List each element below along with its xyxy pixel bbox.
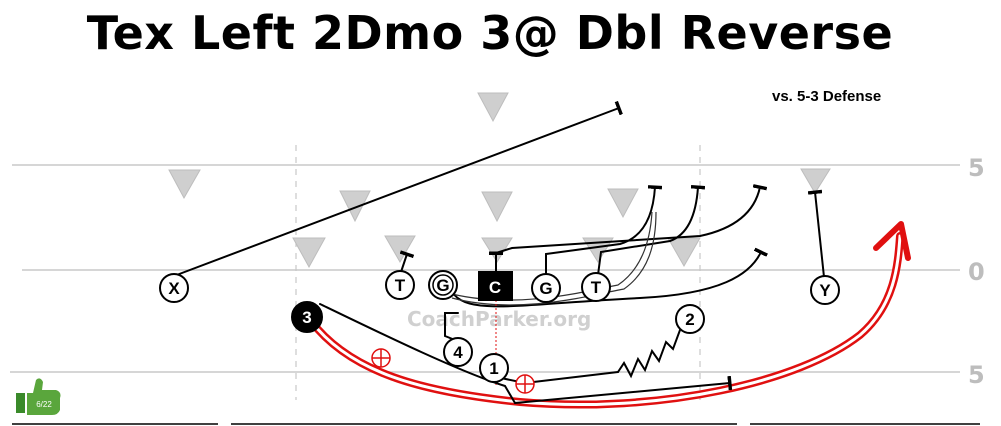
defender-triangle	[339, 190, 371, 223]
yard-marker-top: 5	[968, 154, 985, 182]
player-back-4: 4	[443, 337, 473, 367]
player-left-guard-label: G	[436, 276, 449, 295]
defender-triangle	[667, 237, 701, 268]
player-back-2-label: 2	[685, 310, 694, 329]
pitch-line-2	[451, 211, 657, 306]
ball-path-arrowhead	[873, 221, 911, 261]
route-rt	[597, 185, 706, 276]
route-rg	[545, 185, 663, 276]
player-back-3: 3	[291, 301, 323, 333]
route-back4	[444, 312, 459, 341]
route-y	[807, 189, 825, 278]
defense-subtitle: vs. 5-3 Defense	[772, 88, 882, 105]
handoff-marker-2	[515, 374, 535, 394]
watermark: CoachParker.org	[407, 307, 591, 331]
player-back-2: 2	[675, 304, 705, 334]
defender-triangle	[477, 92, 509, 123]
thumbs-up-icon[interactable]: 6/22	[16, 378, 61, 415]
ball-path-inner	[309, 234, 902, 407]
route-lg-pull	[451, 247, 768, 308]
defender-triangle	[292, 237, 326, 269]
offense: X T G C G T Y 3	[159, 270, 840, 383]
yard-marker-bottom: 5	[968, 361, 985, 389]
defense	[168, 92, 831, 269]
player-right-tackle-label: T	[591, 278, 602, 297]
player-center: C	[478, 271, 513, 301]
defender-triangle	[481, 191, 513, 223]
route-c	[495, 184, 768, 254]
player-left-guard: G	[428, 270, 458, 300]
player-y: Y	[810, 275, 840, 305]
defender-triangle	[800, 168, 831, 194]
defender-triangle	[168, 169, 201, 200]
route-back2-motion	[617, 317, 691, 379]
player-right-guard-label: G	[539, 279, 552, 298]
route-back1	[495, 371, 619, 385]
badge-count: 6/22	[36, 400, 52, 409]
player-back-4-label: 4	[453, 343, 463, 362]
handoff-markers	[371, 348, 535, 394]
player-right-guard: G	[531, 273, 561, 303]
route-x	[173, 100, 623, 277]
player-center-label: C	[489, 278, 501, 297]
defender-triangle	[582, 237, 614, 263]
defender-triangle	[607, 188, 639, 219]
yard-marker-zero: 0	[968, 258, 985, 286]
route-back1-block	[514, 375, 733, 404]
play-title: Tex Left 2Dmo 3@ Dbl Reverse	[86, 6, 894, 60]
player-x-label: X	[168, 279, 180, 298]
player-right-tackle: T	[581, 272, 611, 302]
player-back-1: 1	[479, 353, 509, 383]
ball-path	[307, 221, 911, 409]
player-back-1-label: 1	[489, 359, 498, 378]
player-y-label: Y	[819, 281, 831, 300]
block-lt	[399, 250, 415, 273]
player-left-tackle: T	[385, 270, 415, 300]
defender-triangle	[384, 235, 416, 264]
player-left-tackle-label: T	[395, 276, 406, 295]
handoff-marker-1	[371, 348, 391, 368]
player-x: X	[159, 273, 189, 303]
player-back-3-label: 3	[302, 308, 311, 327]
